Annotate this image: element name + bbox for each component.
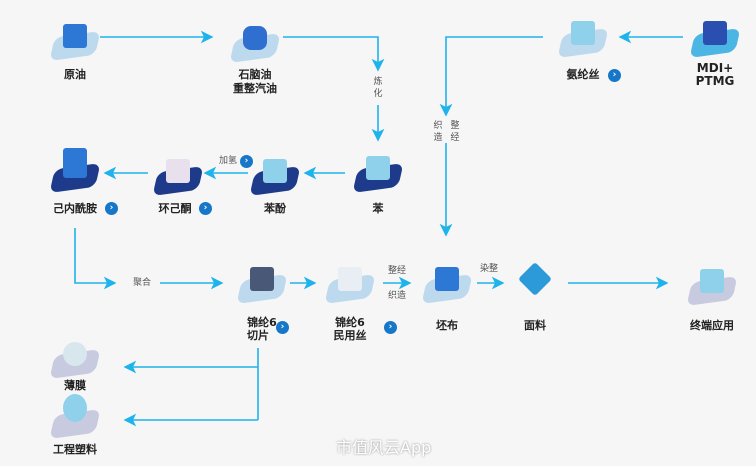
node-mdi-line2: PTMG <box>695 74 735 88</box>
node-film: 薄膜 <box>64 379 86 392</box>
gear-icon <box>49 394 101 439</box>
node-mdi-line1: MDI+ <box>696 61 734 75</box>
edge-hydrogenation: 加氢 <box>218 156 238 166</box>
pa6-chip-factory-icon <box>236 265 288 304</box>
node-pa6-yarn-line1: 锦纶6 <box>335 316 365 329</box>
oil-barrels-icon <box>229 24 281 63</box>
crude-oil-plant-icon <box>49 22 101 61</box>
node-fabric: 面料 <box>524 319 546 332</box>
edge-weaving: 织造 <box>387 291 407 301</box>
node-end-use: 终端应用 <box>690 319 734 332</box>
edge-weaving-vertical: 织造 <box>433 121 443 143</box>
arrow-caprolactam-polymerization <box>74 228 117 290</box>
caprolactam-building-icon <box>49 148 101 193</box>
fabric-icon <box>510 262 560 301</box>
film-roll-icon <box>49 340 101 379</box>
spandex-more-button[interactable]: › <box>608 69 621 82</box>
node-cyclohexanone: 环己酮 <box>158 202 192 215</box>
cyclohexanone-more-button[interactable]: › <box>199 202 212 215</box>
benzene-plant-icon <box>352 154 404 193</box>
caprolactam-more-button[interactable]: › <box>105 202 118 215</box>
node-pa6-chip-line2: 切片 <box>247 329 269 342</box>
node-naphtha-line1: 石脑油 <box>238 68 272 81</box>
hydrogenation-more-button[interactable]: › <box>240 155 253 168</box>
node-crude-oil: 原油 <box>64 68 86 81</box>
arrow-naphtha-refining <box>283 36 385 72</box>
node-caprolactam: 己内酰胺 <box>53 202 97 215</box>
edge-dyeing: 染整 <box>479 264 499 274</box>
edge-warping: 整经 <box>387 266 407 276</box>
edge-warping-vertical: 整经 <box>450 121 460 143</box>
node-pa6-chip-line1: 锦纶6 <box>247 316 277 329</box>
node-benzene: 苯 <box>372 202 384 215</box>
node-spandex: 氨纶丝 <box>566 68 600 81</box>
edge-polymerization: 聚合 <box>132 278 152 288</box>
cyclohexanone-tanks-icon <box>152 157 204 196</box>
node-greige: 坯布 <box>436 319 458 332</box>
mdi-ptmg-factory-icon <box>689 19 741 58</box>
pa6-yarn-factory-icon <box>324 265 376 304</box>
pa6-yarn-more-button[interactable]: › <box>384 321 397 334</box>
node-phenol: 苯酚 <box>264 202 286 215</box>
node-plastics: 工程塑料 <box>53 443 97 456</box>
edge-refining: 炼化 <box>373 77 383 99</box>
pa6-chip-more-button[interactable]: › <box>276 321 289 334</box>
spandex-factory-icon <box>557 19 609 58</box>
greige-factory-icon <box>421 265 473 304</box>
arrow-spandex-weaving <box>439 36 543 117</box>
watermark: 市值风云App <box>336 438 432 457</box>
end-use-icon <box>686 267 738 306</box>
phenol-plant-icon <box>249 157 301 196</box>
node-pa6-yarn-line2: 民用丝 <box>333 329 367 342</box>
node-naphtha-line2: 重整汽油 <box>233 82 277 95</box>
